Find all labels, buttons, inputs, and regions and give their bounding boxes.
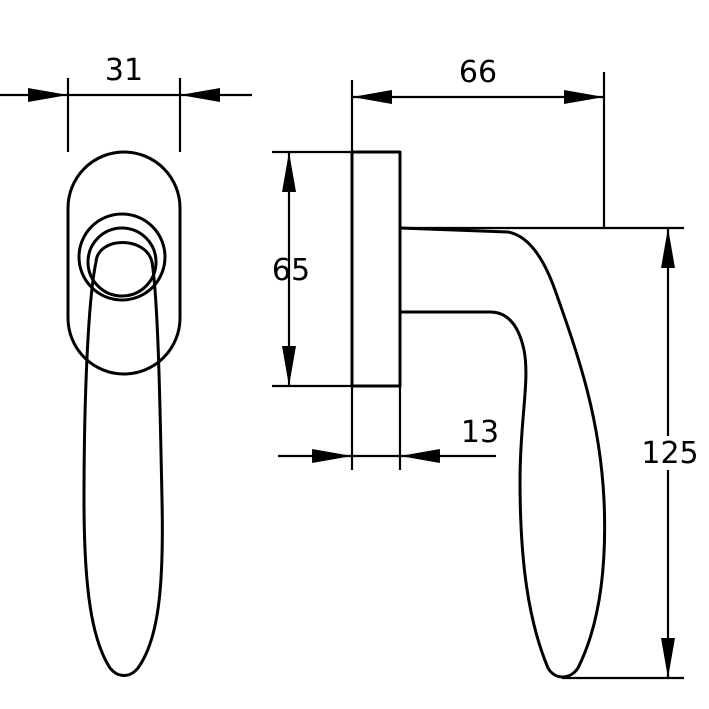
dimension-label-total-depth: 66 bbox=[459, 55, 497, 90]
dimension-label-rose-height: 65 bbox=[272, 253, 310, 288]
front-spindle-collar bbox=[77, 212, 167, 302]
dimension-arrow bbox=[282, 346, 296, 386]
dimension-arrow bbox=[661, 228, 675, 268]
dimension-handle-length: 125 bbox=[400, 226, 699, 680]
front-handle-grip bbox=[82, 241, 164, 677]
dimension-arrow bbox=[28, 88, 68, 102]
dimension-label-rose-width: 31 bbox=[105, 53, 143, 88]
dimension-label-rose-thickness: 13 bbox=[461, 415, 499, 450]
dimension-arrow bbox=[400, 449, 440, 463]
front-view bbox=[66, 150, 182, 677]
side-handle-profile bbox=[398, 226, 607, 679]
dimension-rose-thickness: 13 bbox=[278, 386, 499, 470]
dimension-rose-width: 31 bbox=[0, 53, 252, 152]
dimension-total-depth: 66 bbox=[350, 55, 606, 470]
dimension-arrow bbox=[661, 638, 675, 678]
dimension-arrow bbox=[312, 449, 352, 463]
front-rose-plate bbox=[66, 150, 182, 376]
dimension-arrow bbox=[352, 90, 392, 104]
side-rose-plate bbox=[350, 150, 402, 388]
dimension-label-handle-length: 125 bbox=[641, 436, 698, 471]
dimension-arrow bbox=[564, 90, 604, 104]
dimension-arrow bbox=[180, 88, 220, 102]
dimension-rose-height: 65 bbox=[272, 150, 400, 388]
dimension-arrow bbox=[282, 152, 296, 192]
front-spindle-collar-inner bbox=[86, 226, 158, 298]
